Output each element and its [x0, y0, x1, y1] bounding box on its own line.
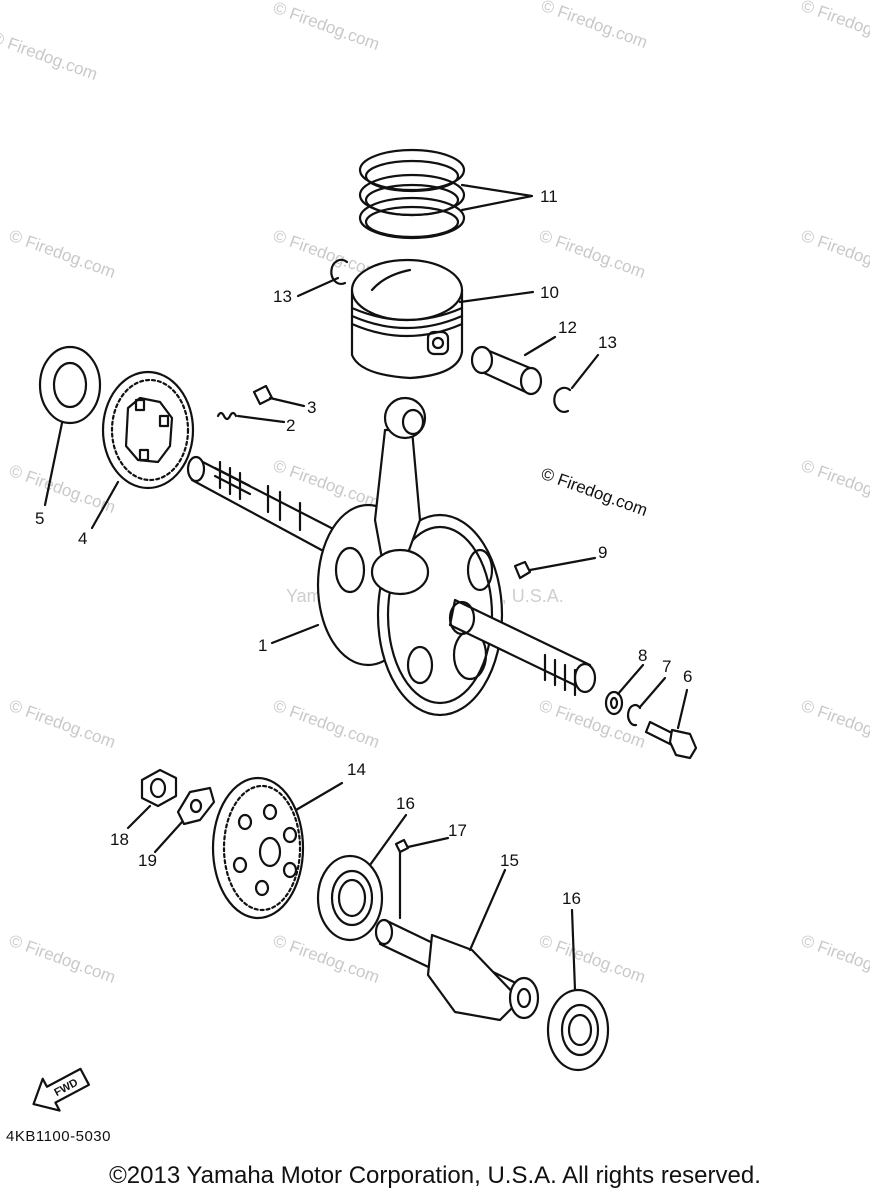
- woodruff-key: [513, 560, 532, 580]
- callout-17: 17: [448, 821, 467, 840]
- watermark: © Firedog.com: [799, 0, 870, 52]
- watermark: © Firedog.com: [7, 931, 118, 987]
- callout-3: 3: [307, 398, 316, 417]
- watermark: © Firedog.com: [799, 696, 870, 752]
- callout-16-upper: 16: [396, 794, 415, 813]
- watermark: © Firedog.com: [539, 0, 650, 52]
- callout-1: 1: [258, 636, 267, 655]
- watermark: © Firedog.com: [271, 696, 382, 752]
- callout-15: 15: [500, 851, 519, 870]
- piston-rings: [358, 148, 466, 240]
- washer: [38, 345, 102, 425]
- copyright-notice: ©2013 Yamaha Motor Corporation, U.S.A. A…: [109, 1162, 761, 1189]
- bearing-lower: [546, 988, 610, 1072]
- watermark: © Firedog.com: [799, 931, 870, 987]
- callout-11: 11: [540, 187, 558, 206]
- watermark: © Firedog.com: [271, 931, 382, 987]
- watermark: © Firedog.com: [7, 226, 118, 282]
- piston-pin: [470, 345, 543, 396]
- nut: [140, 768, 178, 808]
- bolt: [644, 720, 698, 760]
- plunger: [252, 384, 274, 406]
- callout-19: 19: [138, 851, 157, 870]
- watermark: © Firedog.com: [537, 226, 648, 282]
- circlip-left: [330, 258, 349, 285]
- piston: [350, 258, 464, 380]
- callout-12: 12: [558, 318, 577, 337]
- crankshaft: [186, 396, 597, 717]
- watermark-layer: © Firedog.com © Firedog.com © Firedog.co…: [0, 0, 870, 987]
- callout-14: 14: [347, 760, 366, 779]
- watermark: © Firedog.com: [799, 456, 870, 512]
- balancer-shaft: [374, 918, 540, 1022]
- watermark: © Firedog.com: [537, 931, 648, 987]
- watermark: © Firedog.com: [271, 456, 382, 512]
- watermark: © Firedog.com: [0, 28, 100, 84]
- fwd-arrow-icon: FWD: [32, 1067, 91, 1112]
- callout-5: 5: [35, 509, 44, 528]
- callout-labels: 11 10 13 12 13 3 2 5 4 9 1 8 7 6 14 16 1…: [35, 187, 692, 908]
- plain-washer: [604, 690, 624, 716]
- spring: [216, 411, 238, 421]
- circlip-right: [553, 386, 572, 413]
- callout-9: 9: [598, 543, 607, 562]
- leader-lines: [43, 183, 689, 992]
- callout-6: 6: [683, 667, 692, 686]
- callout-16-lower: 16: [562, 889, 581, 908]
- gear: [101, 370, 195, 490]
- watermark: © Firedog.com: [7, 461, 118, 517]
- callout-4: 4: [78, 529, 87, 548]
- watermark: © Firedog.com: [799, 226, 870, 282]
- drive-gear: [211, 776, 305, 920]
- watermark: © Firedog.com: [7, 696, 118, 752]
- firedog-mark: © Firedog.com: [539, 464, 650, 520]
- callout-2: 2: [286, 416, 295, 435]
- diagram-code: 4KB1100-5030: [6, 1128, 111, 1145]
- bearing-upper: [316, 854, 384, 942]
- callout-13-left: 13: [273, 287, 292, 306]
- callout-8: 8: [638, 646, 647, 665]
- watermark: © Firedog.com: [271, 0, 382, 54]
- callout-7: 7: [662, 657, 671, 676]
- balancer-key: [394, 838, 410, 854]
- claw-washer: [176, 786, 216, 826]
- callout-18: 18: [110, 830, 129, 849]
- callout-10: 10: [540, 283, 559, 302]
- lock-washer: [626, 704, 642, 727]
- callout-13-right: 13: [598, 333, 617, 352]
